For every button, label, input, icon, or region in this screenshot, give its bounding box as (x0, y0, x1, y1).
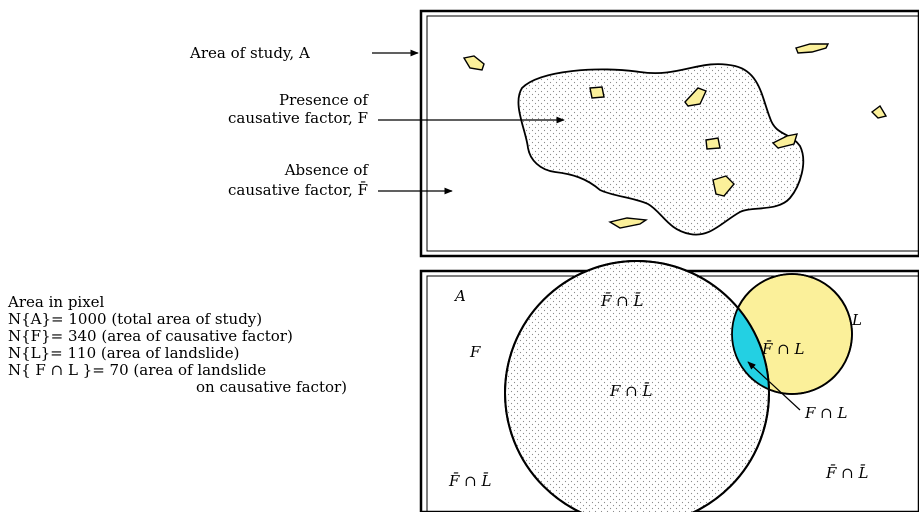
region-landslide-only: F̄ ∩ L (762, 340, 805, 358)
landslide-patch (705, 137, 721, 150)
landslide-patch (608, 217, 649, 229)
label-presence-line2: causative factor, F (227, 109, 368, 127)
region-intersection-label: F ∩ L (805, 404, 848, 422)
legend-line-FL-2: on causative factor) (196, 378, 348, 396)
region-outside-bottom-left: F̄ ∩ L̄ (449, 472, 492, 490)
causative-factor-region (517, 63, 805, 236)
legend-line-L: N{L}= 110 (area of landslide) (8, 344, 240, 362)
legend-line-A: N{A}= 1000 (total area of study) (8, 310, 263, 328)
landslide-patch (771, 133, 799, 149)
arrow-intersection (747, 361, 801, 411)
region-outside-bottom-right: F̄ ∩ L̄ (826, 464, 869, 482)
landslide-patch (870, 104, 888, 119)
legend-title: Area in pixel (8, 293, 105, 311)
label-presence-line1: Presence of (278, 91, 368, 109)
landslide-patch (795, 43, 830, 54)
landslide-patch (712, 175, 735, 197)
label-absence-line1: Absence of (284, 161, 368, 179)
label-F: F (470, 343, 481, 361)
label-L: L (852, 311, 862, 329)
landslide-patch (589, 86, 605, 99)
legend-line-F: N{F}= 340 (area of causative factor) (8, 327, 293, 345)
label-A: A (455, 287, 466, 305)
landslide-patch (684, 87, 707, 107)
label-area-of-study: Area of study, A (190, 44, 310, 62)
area-legend: Area in pixel N{A}= 1000 (total area of … (8, 294, 347, 396)
region-outside-top: F̄ ∩ L̄ (601, 292, 644, 310)
landslide-patch (462, 55, 485, 71)
landslide-patches (462, 43, 888, 229)
legend-line-FL-1: N{ F ∩ L }= 70 (area of landslide (8, 361, 267, 379)
label-absence-line2: causative factor, F̄ (227, 181, 368, 199)
study-area-frame (419, 9, 919, 258)
region-factor-only: F ∩ L̄ (610, 382, 653, 400)
